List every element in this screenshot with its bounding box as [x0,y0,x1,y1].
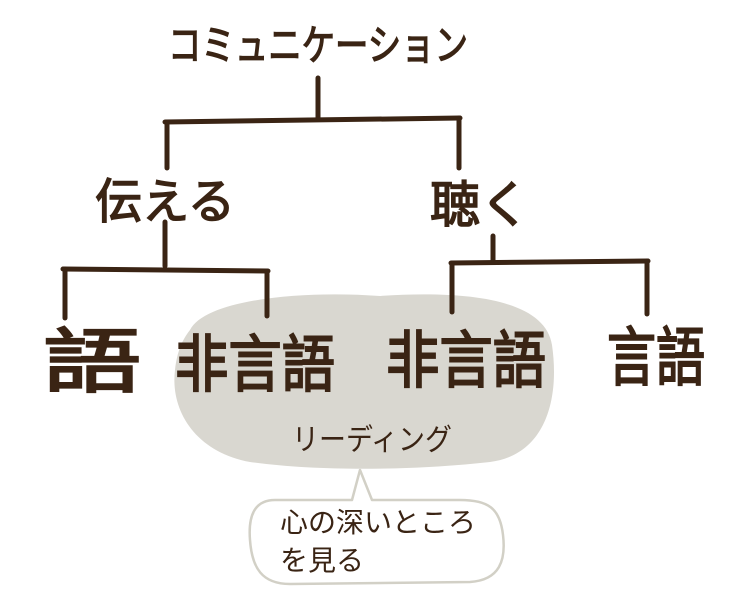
root-node-communication: コミュニケーション [168,21,468,70]
leaf-node-left-verbal: 語 [43,321,141,403]
connector-right-bar [448,258,651,266]
bubble-text-line-1: 心の深いところ [280,506,476,539]
tree-connectors [60,75,651,321]
bubble-text-line-2: を見る [280,544,364,577]
connector-root-bar [162,115,463,125]
branch-node-convey: 伝える [95,174,235,230]
leaf-node-left-nonverbal: 非言語 [175,328,335,401]
connector-left-bar [60,266,271,274]
insight-speech-bubble [248,468,505,586]
leaf-node-right-verbal: 言語 [607,322,705,396]
reading-label: リーディング [292,423,452,458]
leaf-node-right-nonverbal: 非言語 [386,324,546,397]
branch-node-listen: 聴く [430,176,530,234]
reading-highlight-cloud [174,294,555,469]
